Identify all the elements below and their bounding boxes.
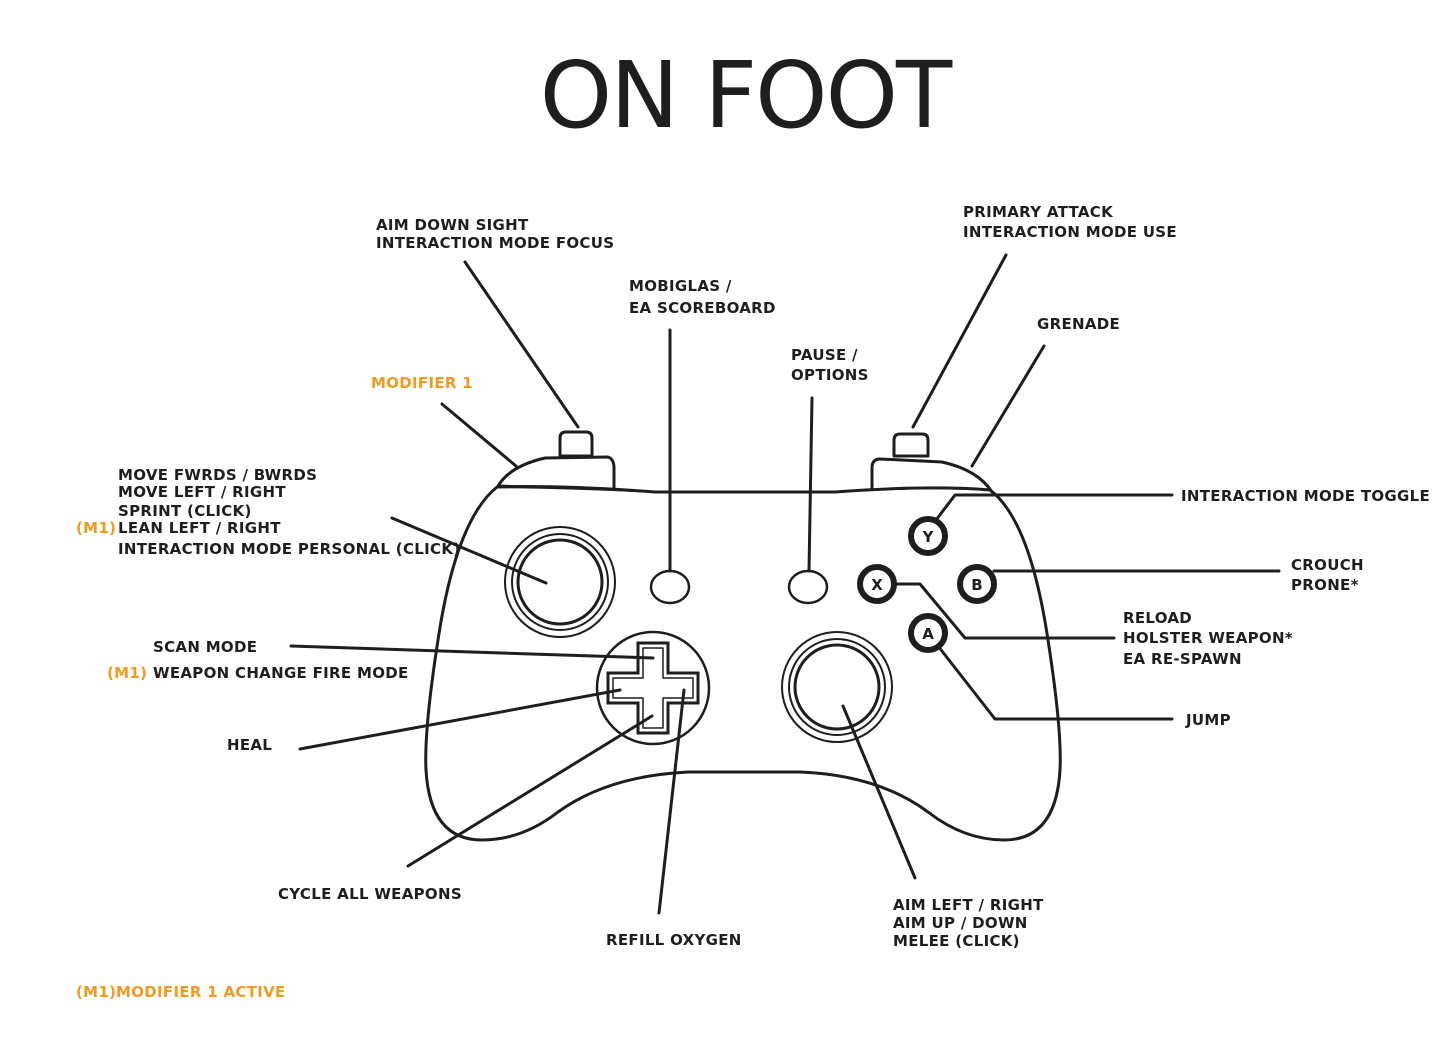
label-reload: RELOAD <box>1123 609 1192 627</box>
label-refill-oxygen: REFILL OXYGEN <box>606 931 742 949</box>
a-button <box>908 613 948 653</box>
label-primary-attack: PRIMARY ATTACK <box>963 203 1114 221</box>
label-sprint: SPRINT (CLICK) <box>118 502 252 520</box>
label-modifier-1: MODIFIER 1 <box>371 374 473 392</box>
y-button-label: Y <box>922 528 935 546</box>
label-scoreboard: EA SCOREBOARD <box>629 299 776 317</box>
label-grenade: GRENADE <box>1037 315 1120 333</box>
labels: AIM DOWN SIGHT INTERACTION MODE FOCUS MO… <box>76 203 1430 1001</box>
label-scan-mode: SCAN MODE <box>153 638 257 656</box>
legend-m1-tag: (M1) <box>76 983 116 1001</box>
right-stick-cap <box>793 643 881 731</box>
right-bumper <box>870 457 994 494</box>
start-button <box>787 569 829 605</box>
b-button <box>957 564 997 604</box>
label-move-left-right: MOVE LEFT / RIGHT <box>118 483 286 501</box>
label-interaction-toggle: INTERACTION MODE TOGGLE <box>1181 487 1430 505</box>
label-m1-fire-mode: (M1) <box>107 664 147 682</box>
label-lean: LEAN LEFT / RIGHT <box>118 519 281 537</box>
label-interaction-use: INTERACTION MODE USE <box>963 223 1177 241</box>
label-respawn: EA RE-SPAWN <box>1123 650 1242 668</box>
left-trigger <box>558 430 594 458</box>
label-options: OPTIONS <box>791 366 869 384</box>
page-title: ON FOOT <box>540 42 953 149</box>
leader-lines <box>289 253 1281 915</box>
left-bumper <box>496 455 616 492</box>
label-melee: MELEE (CLICK) <box>893 932 1020 950</box>
label-jump: JUMP <box>1185 711 1231 729</box>
controller-outline: Y X B A <box>424 430 1062 842</box>
label-interaction-personal: INTERACTION MODE PERSONAL (CLICK) <box>118 540 460 558</box>
b-button-label: B <box>971 576 982 594</box>
label-pause: PAUSE / <box>791 346 858 364</box>
left-stick-cap <box>516 538 604 626</box>
dpad-cross <box>606 641 700 735</box>
x-button-label: X <box>871 576 883 594</box>
legend-modifier-active: MODIFIER 1 ACTIVE <box>116 983 286 1001</box>
label-mobiglas: MOBIGLAS / <box>629 277 732 295</box>
controller-body <box>424 485 1062 842</box>
label-aim-up-down: AIM UP / DOWN <box>893 914 1028 932</box>
label-cycle-weapons: CYCLE ALL WEAPONS <box>278 885 462 903</box>
y-button <box>908 516 948 556</box>
label-heal: HEAL <box>227 736 272 754</box>
label-weapon-fire-mode: WEAPON CHANGE FIRE MODE <box>153 664 409 682</box>
back-button <box>649 569 691 605</box>
label-interaction-focus: INTERACTION MODE FOCUS <box>376 234 614 252</box>
label-m1-lean: (M1) <box>76 519 116 537</box>
label-prone: PRONE* <box>1291 576 1359 594</box>
right-trigger <box>892 432 930 458</box>
label-move-fwrds: MOVE FWRDS / BWRDS <box>118 466 317 484</box>
label-crouch: CROUCH <box>1291 556 1364 574</box>
label-holster: HOLSTER WEAPON* <box>1123 629 1293 647</box>
label-aim-down-sight: AIM DOWN SIGHT <box>376 216 529 234</box>
a-button-label: A <box>922 625 934 643</box>
label-aim-left-right: AIM LEFT / RIGHT <box>893 896 1044 914</box>
